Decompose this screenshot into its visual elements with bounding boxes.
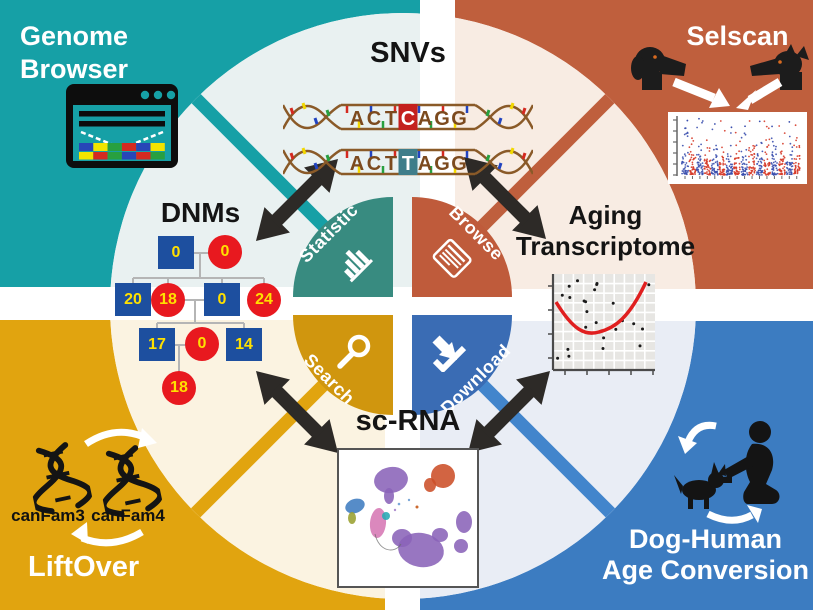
genome-browser-title-line1: Genome <box>20 21 129 51</box>
link-arrow-dnm-scrna <box>255 370 339 454</box>
selscan-arrows <box>672 77 783 110</box>
dog-human-title[interactable]: Dog-Human Age Conversion <box>598 524 813 586</box>
pedigree-node-square: 0 <box>204 283 240 316</box>
aging-title-line2: Transcriptome <box>515 231 696 261</box>
scrna-title[interactable]: sc-RNA <box>355 405 461 437</box>
svg-text:A: A <box>418 153 432 175</box>
pedigree-node-circle: 0 <box>208 235 242 269</box>
snvs-title[interactable]: SNVs <box>370 37 446 69</box>
pedigree-node-square: 14 <box>226 328 262 361</box>
svg-text:C: C <box>367 153 381 175</box>
canfam3-label: canFam3 <box>11 506 85 525</box>
svg-text:A: A <box>418 108 432 130</box>
svg-text:G: G <box>451 108 467 130</box>
dog-head-left-icon <box>631 47 686 90</box>
svg-text:G: G <box>434 108 450 130</box>
liftover-swap-arrows <box>30 420 195 560</box>
genome-browser-title[interactable]: Genome Browser <box>20 20 128 86</box>
svg-text:T: T <box>385 108 397 130</box>
kneeling-person-icon <box>724 421 780 504</box>
dna-helix-icon-canfam4 <box>93 441 165 526</box>
dog-human-icon <box>652 412 802 532</box>
svg-text:C: C <box>367 108 381 130</box>
aging-title-line1: Aging <box>568 200 643 230</box>
pedigree-node-circle: 24 <box>247 283 281 317</box>
aging-transcriptome-title[interactable]: Aging Transcriptome <box>508 200 703 262</box>
small-dog-icon <box>674 462 732 509</box>
svg-text:G: G <box>451 153 467 175</box>
selscan-dogs-icon <box>628 44 813 117</box>
link-arrow-snv-dnm <box>255 158 339 242</box>
pedigree-node-square: 0 <box>158 236 194 269</box>
selscan-manhattan-plot <box>668 112 807 184</box>
pedigree-node-circle: 18 <box>151 283 185 317</box>
conversion-arrows <box>678 421 762 524</box>
svg-text:A: A <box>350 108 364 130</box>
dog-human-title-line2: Age Conversion <box>601 555 810 585</box>
magnifier-icon <box>335 333 373 376</box>
canfam4-label: canFam4 <box>91 506 165 525</box>
pedigree-node-circle: 18 <box>162 371 196 405</box>
aging-scatter-plot <box>543 272 659 384</box>
link-arrow-aging-scrna <box>467 370 551 454</box>
bar-chart-icon <box>328 234 382 288</box>
scrna-umap-plot <box>337 448 479 588</box>
link-arrow-snv-aging <box>463 156 547 240</box>
svg-text:C: C <box>401 108 415 130</box>
dog-head-right-icon <box>750 44 809 90</box>
dna-helix-icon-canfam3 <box>23 438 95 523</box>
dnms-title[interactable]: DNMs <box>160 197 241 228</box>
genome-browser-title-line2: Browser <box>20 54 129 84</box>
pedigree-node-circle: 0 <box>185 327 219 361</box>
genome-browser-icon <box>66 84 178 173</box>
hub-search-button[interactable]: Search <box>293 315 393 415</box>
pedigree-node-square: 20 <box>115 283 151 316</box>
pedigree-node-square: 17 <box>139 328 175 361</box>
svg-text:T: T <box>385 153 397 175</box>
svg-text:G: G <box>434 153 450 175</box>
liftover-title[interactable]: LiftOver <box>28 551 140 583</box>
document-icon <box>426 236 475 285</box>
svg-text:A: A <box>350 153 364 175</box>
svg-text:T: T <box>402 153 414 175</box>
selscan-title[interactable]: Selscan <box>686 21 789 51</box>
download-icon <box>427 330 469 377</box>
dog-human-title-line1: Dog-Human <box>629 524 782 554</box>
